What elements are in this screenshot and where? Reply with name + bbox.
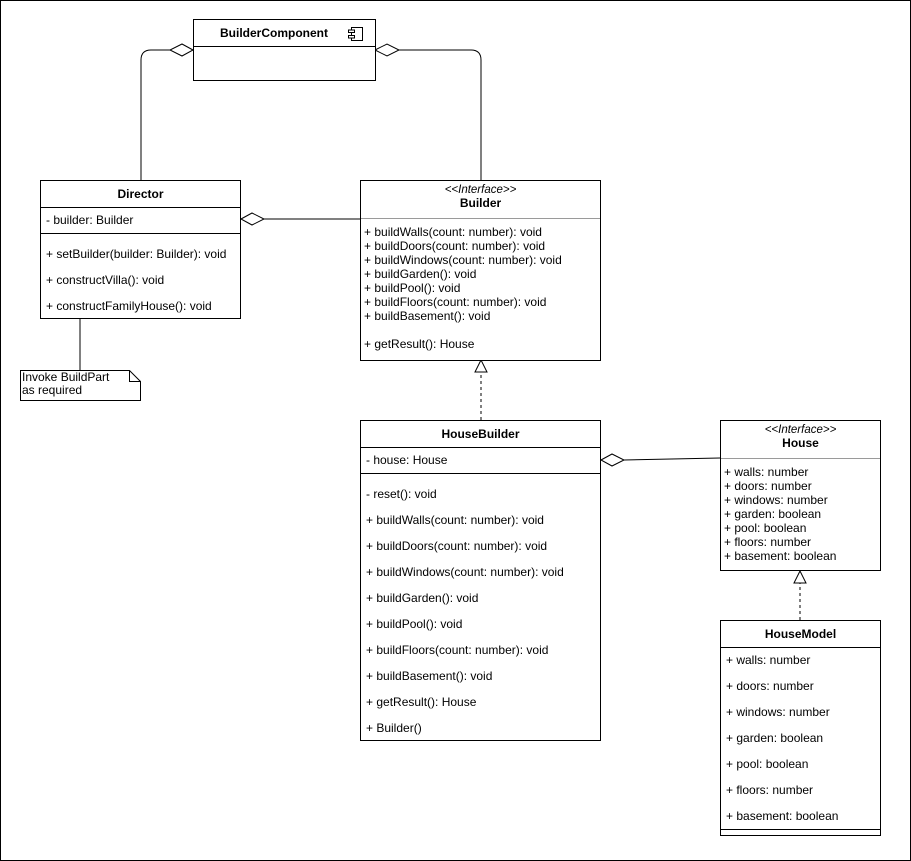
attribute-pool: + pool: boolean [726,757,809,771]
attribute-floors: + floors: number [726,783,814,797]
house-model-class[interactable]: HouseModel + walls: number + doors: numb… [720,620,881,836]
method-get-result: + getResult(): House [364,337,475,351]
method-build-walls: + buildWalls(count: number): void [364,225,542,239]
method-reset: - reset(): void [366,487,437,501]
method-build-garden: + buildGarden(): void [366,591,479,605]
note-shape [20,370,141,401]
method-build-windows: + buildWindows(count: number): void [366,565,564,579]
component-name: BuilderComponent [220,26,328,40]
builder-component[interactable]: BuilderComponent [193,19,376,81]
method-construct-family-house: + constructFamilyHouse(): void [46,299,212,313]
class-name: House [782,436,819,450]
class-header: <<Interface>> House [721,424,880,450]
attribute-house: - house: House [366,453,448,467]
stereotype-label: <<Interface>> [764,424,837,436]
class-name: HouseBuilder [441,427,520,441]
note-text: Invoke BuildPart as required [22,371,109,397]
attribute-basement: + basement: boolean [726,809,839,823]
aggregation-diamond-icon [373,43,401,57]
class-header: <<Interface>> Builder [361,184,600,210]
attribute-garden: + garden: boolean [726,731,824,745]
aggregation-diamond-icon [599,453,626,467]
director-class[interactable]: Director - builder: Builder + setBuilder… [40,180,241,319]
attribute-garden: + garden: boolean [724,507,822,521]
attribute-builder: - builder: Builder [46,213,134,227]
method-get-result: + getResult(): House [366,695,477,709]
class-name: Director [117,187,164,201]
method-build-basement: + buildBasement(): void [366,669,493,683]
method-build-windows: + buildWindows(count: number): void [364,253,562,267]
method-build-pool: + buildPool(): void [364,281,461,295]
attribute-list: + walls: number + doors: number + window… [724,465,836,563]
method-build-doors: + buildDoors(count: number): void [364,239,546,253]
house-builder-class[interactable]: HouseBuilder - house: House - reset(): v… [360,420,601,741]
method-builder-constructor: + Builder() [366,721,422,735]
method-list: + buildWalls(count: number): void + buil… [364,225,562,323]
class-name: Builder [459,196,502,210]
method-build-floors: + buildFloors(count: number): void [364,295,547,309]
class-name: HouseModel [764,627,837,641]
stereotype-label: <<Interface>> [444,184,517,196]
attribute-walls: + walls: number [726,653,811,667]
uml-component-icon [348,27,363,41]
attribute-doors: + doors: number [726,679,814,693]
method-build-garden: + buildGarden(): void [364,267,477,281]
aggregation-diamond-icon [239,212,266,226]
attribute-floors: + floors: number [724,535,812,549]
method-build-pool: + buildPool(): void [366,617,463,631]
note-line-2: as required [22,383,83,397]
note[interactable]: Invoke BuildPart as required [20,370,141,401]
attribute-windows: + windows: number [726,705,830,719]
edge-component-director [140,49,170,180]
realization-arrow-icon [793,569,807,584]
attribute-pool: + pool: boolean [724,521,807,535]
method-build-walls: + buildWalls(count: number): void [366,513,544,527]
method-set-builder: + setBuilder(builder: Builder): void [46,247,227,261]
note-line-1: Invoke BuildPart [22,370,110,384]
edge-component-builder [399,49,482,180]
attribute-doors: + doors: number [724,479,812,493]
realization-arrow-icon [474,358,488,373]
method-build-doors: + buildDoors(count: number): void [366,539,548,553]
method-build-floors: + buildFloors(count: number): void [366,643,549,657]
aggregation-diamond-icon [168,43,195,57]
builder-interface[interactable]: <<Interface>> Builder + buildWalls(count… [360,180,601,361]
attribute-windows: + windows: number [724,493,828,507]
edge-housebuilder-house [623,457,721,461]
attribute-walls: + walls: number [724,465,809,479]
method-build-basement: + buildBasement(): void [364,309,491,323]
method-construct-villa: + constructVilla(): void [46,273,165,287]
house-interface[interactable]: <<Interface>> House + walls: number + do… [720,420,881,571]
attribute-basement: + basement: boolean [724,549,837,563]
